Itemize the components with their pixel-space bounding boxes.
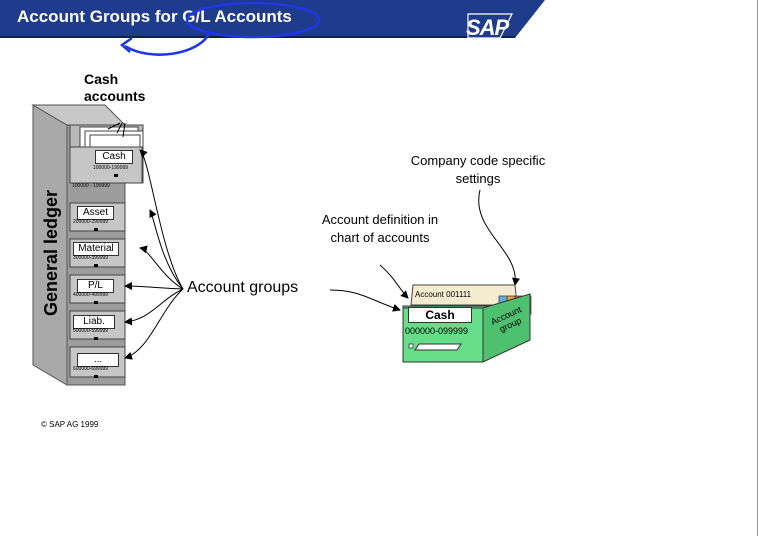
drawer-knob	[94, 301, 98, 304]
drawer-knob	[94, 228, 98, 231]
drawer-range-asset: 200000-299999	[73, 219, 109, 225]
copyright-text: © SAP AG 1999	[41, 420, 99, 429]
right-border	[757, 0, 758, 536]
annotation-arrow	[124, 31, 212, 56]
account-groups-label: Account groups	[187, 279, 299, 296]
sap-logo: SAP	[466, 15, 509, 40]
highlight-circle	[185, 1, 321, 39]
drawer-range-top: 100000 - 199999	[72, 183, 110, 189]
drawer-range-pl: 400000-499999	[73, 292, 109, 298]
drawer-label-asset: Asset	[77, 206, 114, 220]
account-definition-label: Account definition in chart of accounts	[321, 212, 439, 245]
drawer-knob	[94, 337, 98, 340]
drawer-knob	[94, 264, 98, 267]
drawer-range-cash: 100000-199999	[93, 165, 129, 171]
cash-accounts-callout: Cash accounts	[84, 71, 146, 104]
drawer-range-other: 600000-699999	[73, 366, 109, 372]
page-title: Account Groups for G/L Accounts	[17, 7, 292, 26]
drawer-label-material: Material	[73, 242, 119, 256]
handwritten-annotation	[119, 1, 321, 56]
drawer-knob	[94, 375, 98, 378]
drawer-label-liab: Liab.	[73, 315, 115, 329]
cash-card-label: Cash	[408, 307, 472, 323]
annotation-arrowhead	[119, 36, 133, 53]
account-card-label: Account 001111	[415, 290, 472, 299]
company-code-label: Company code specific settings	[410, 153, 546, 186]
drawer-label-other: ...	[77, 353, 119, 367]
drawer-label-pl: P/L	[77, 279, 114, 293]
drawer-range-material: 300000-399999	[73, 255, 109, 261]
drawer-range-liab: 500000-599999	[73, 328, 109, 334]
filing-cabinet	[31, 104, 144, 386]
drawer-label-cash: Cash	[95, 150, 133, 164]
cardbox-range: 000000-099999	[405, 326, 469, 336]
card-box	[402, 284, 532, 363]
drawer-knob	[114, 174, 118, 177]
